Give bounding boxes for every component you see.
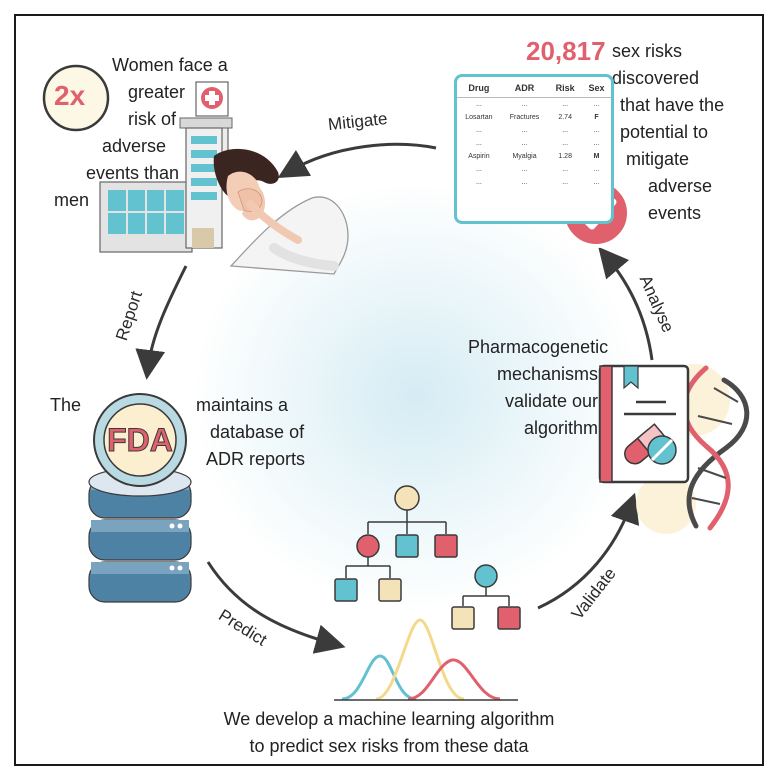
line-3: ADR reports	[206, 449, 306, 469]
table-header-row: Drug ADR Risk Sex	[457, 77, 611, 98]
line-2: mechanisms	[496, 364, 598, 384]
line-4: algorithm	[523, 418, 598, 438]
badge-2x-label: 2x	[54, 80, 86, 111]
cell: ...	[475, 179, 482, 186]
line-3: that have the	[620, 95, 725, 115]
table-row: ... ... ... ...	[457, 176, 611, 189]
top-left-statement: Women face a greater risk of adverse eve…	[54, 52, 234, 214]
fda-statement: maintains a database of ADR reports	[196, 392, 305, 473]
cell: ...	[521, 101, 528, 108]
line-5: events than	[86, 163, 180, 183]
cell: ...	[593, 127, 600, 134]
cell: M	[593, 153, 600, 160]
pharma-statement: Pharmacogenetic mechanisms validate our …	[468, 334, 608, 442]
book-illustration	[598, 364, 690, 484]
cell: ...	[562, 179, 569, 186]
cell: ...	[475, 101, 482, 108]
figure-frame: 2x Women face a greater risk of adverse …	[14, 14, 764, 766]
cell: ...	[475, 140, 482, 147]
distribution-curves	[334, 618, 518, 701]
fda-logo-text: FDA	[107, 422, 174, 459]
bottom-statement: We develop a machine learning algorithm …	[16, 706, 762, 760]
col-sex: Sex	[582, 77, 611, 98]
arrow-validate	[537, 492, 640, 610]
line-5: mitigate	[626, 149, 690, 169]
cell: ...	[521, 127, 528, 134]
table-row: ... ... ... ...	[457, 98, 611, 112]
arrow-mitigate	[277, 142, 437, 179]
cell: Fractures	[509, 114, 540, 121]
table-row: ... ... ... ...	[457, 163, 611, 176]
top-right-statement: sex risks discovered that have the poten…	[612, 38, 762, 227]
cell: ...	[562, 166, 569, 173]
cell: ...	[593, 179, 600, 186]
arrow-predict	[206, 561, 346, 654]
col-drug: Drug	[457, 77, 501, 98]
line-1: maintains a	[196, 395, 289, 415]
cell: ...	[593, 140, 600, 147]
line-1: sex risks	[612, 41, 683, 61]
line-1: We develop a machine learning algorithm	[223, 709, 555, 729]
col-risk: Risk	[548, 77, 583, 98]
cell: ...	[521, 140, 528, 147]
cell: Myalgia	[512, 153, 537, 160]
cell: ...	[521, 179, 528, 186]
line-3: risk of	[128, 109, 177, 129]
count-20817: 20,817	[526, 36, 606, 66]
cell: ...	[593, 101, 600, 108]
fda-the: The	[50, 395, 82, 415]
arrow-analyse	[598, 246, 654, 361]
line-6: men	[54, 190, 90, 210]
badge-circle	[42, 64, 110, 132]
line-2: greater	[128, 82, 186, 102]
line-6: adverse	[648, 176, 713, 196]
database-illustration	[88, 467, 192, 603]
table-row: ... ... ... ...	[457, 124, 611, 137]
line-2: to predict sex risks from these data	[249, 736, 529, 756]
cell: 2.74	[558, 114, 572, 121]
line-4: potential to	[620, 122, 709, 142]
cell: F	[594, 114, 599, 121]
cell: Aspirin	[468, 153, 490, 160]
cell: ...	[521, 166, 528, 173]
line-1: Pharmacogenetic	[468, 337, 609, 357]
results-table: Drug ADR Risk Sex ... ... ... ... Losart…	[454, 74, 614, 224]
cell: Losartan	[465, 114, 493, 121]
cell: ...	[475, 166, 482, 173]
cell: ...	[562, 140, 569, 147]
diagram-art	[42, 64, 750, 701]
cell: ...	[562, 101, 569, 108]
line-2: discovered	[612, 68, 700, 88]
arrow-report	[135, 265, 188, 380]
table-row: ... ... ... ...	[457, 137, 611, 150]
col-adr: ADR	[500, 77, 549, 98]
table-row: Losartan Fractures 2.74 F	[457, 111, 611, 124]
decision-tree	[345, 510, 510, 606]
cell: ...	[475, 127, 482, 134]
sick-person-illustration	[213, 148, 349, 275]
cell: 1.28	[558, 153, 572, 160]
table-row: Aspirin Myalgia 1.28 M	[457, 150, 611, 163]
line-3: validate our	[504, 391, 598, 411]
line-4: adverse	[102, 136, 167, 156]
cell: ...	[593, 166, 600, 173]
line-2: database of	[210, 422, 305, 442]
cell: ...	[562, 127, 569, 134]
line-7: events	[648, 203, 702, 223]
line-1: Women face a	[112, 55, 228, 75]
